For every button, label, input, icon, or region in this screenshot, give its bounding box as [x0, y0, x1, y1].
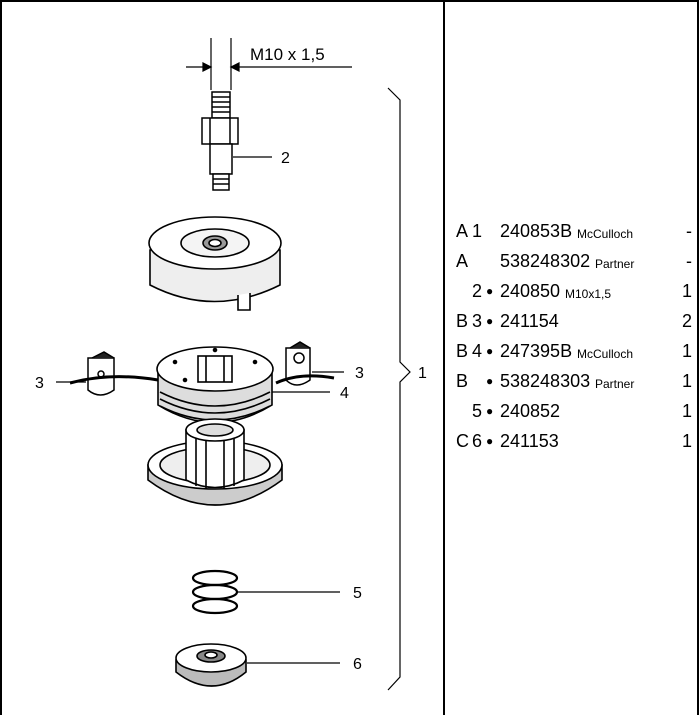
- part-quantity: 1: [681, 281, 692, 301]
- callout-5: 5: [353, 585, 362, 602]
- part-letter: B: [456, 341, 469, 361]
- frame-left-border: [0, 0, 2, 715]
- callout-3-right: 3: [355, 365, 364, 382]
- part-quantity: -: [686, 251, 692, 271]
- part-number: 240853B: [500, 221, 573, 241]
- callout-6: 6: [353, 656, 362, 673]
- line-clip-left: [87, 351, 115, 396]
- part-letter: A: [456, 251, 469, 271]
- part-quantity: 1: [681, 431, 692, 451]
- part-quantity: 2: [681, 311, 692, 331]
- head-cover: [148, 216, 282, 311]
- part-note: Partner: [595, 377, 635, 391]
- part-item-number: 4: [472, 341, 483, 361]
- thread-label: M10 x 1,5: [250, 45, 325, 64]
- parts-list-row: B ● 538248303 Partner 1: [456, 366, 692, 396]
- part-item-number: 3: [472, 311, 483, 331]
- parts-list-row: 2● 240850 M10x1,5 1: [456, 276, 692, 306]
- part-item-number: 2: [472, 281, 483, 301]
- part-number: 247395B: [500, 341, 573, 361]
- part-bullet: ●: [486, 404, 494, 418]
- part-number: 538248303: [500, 371, 591, 391]
- callout-4: 4: [340, 385, 349, 402]
- part-bullet: ●: [486, 344, 494, 358]
- bolt-part: [201, 91, 239, 191]
- part-number: 240852: [500, 401, 561, 421]
- part-letter: B: [456, 311, 469, 331]
- frame-top-border: [0, 0, 699, 2]
- spring: [191, 569, 239, 615]
- panel-divider: [443, 0, 445, 715]
- part-number: 241153: [500, 431, 559, 451]
- part-note: McCulloch: [577, 227, 634, 241]
- part-number: 240850: [500, 281, 561, 301]
- callout-3-left: 3: [35, 375, 44, 392]
- part-letter: A: [456, 221, 469, 241]
- bottom-cap: [175, 643, 247, 687]
- part-quantity: -: [686, 221, 692, 241]
- part-item-number: 6: [472, 431, 483, 451]
- part-item-number: 5: [472, 401, 483, 421]
- exploded-view-diagram: M10 x 1,5 2 3 3: [35, 38, 427, 691]
- part-letter: B: [456, 371, 469, 391]
- part-note: M10x1,5: [565, 287, 612, 301]
- part-number: 241154: [500, 311, 559, 331]
- part-bullet: ●: [486, 284, 494, 298]
- part-bullet: ●: [486, 434, 494, 448]
- parts-list-row: 5● 240852 1: [456, 396, 692, 426]
- parts-list-row: A 538248302 Partner -: [456, 246, 692, 276]
- part-number: 538248302: [500, 251, 591, 271]
- callout-2: 2: [281, 150, 290, 167]
- part-note: McCulloch: [577, 347, 634, 361]
- thread-dimension: [186, 38, 352, 90]
- part-item-number: 1: [472, 221, 483, 241]
- callout-1: 1: [418, 365, 427, 382]
- part-letter: C: [456, 431, 469, 451]
- part-note: Partner: [595, 257, 635, 271]
- frame-right-border: [697, 0, 699, 715]
- part-quantity: 1: [681, 371, 692, 391]
- part-quantity: 1: [681, 401, 692, 421]
- part-bullet: ●: [486, 314, 494, 328]
- part-bullet: ●: [486, 374, 494, 388]
- line-spool: [69, 346, 335, 424]
- bump-knob-housing: [147, 418, 283, 506]
- assembly-brace: [387, 87, 411, 691]
- part-quantity: 1: [681, 341, 692, 361]
